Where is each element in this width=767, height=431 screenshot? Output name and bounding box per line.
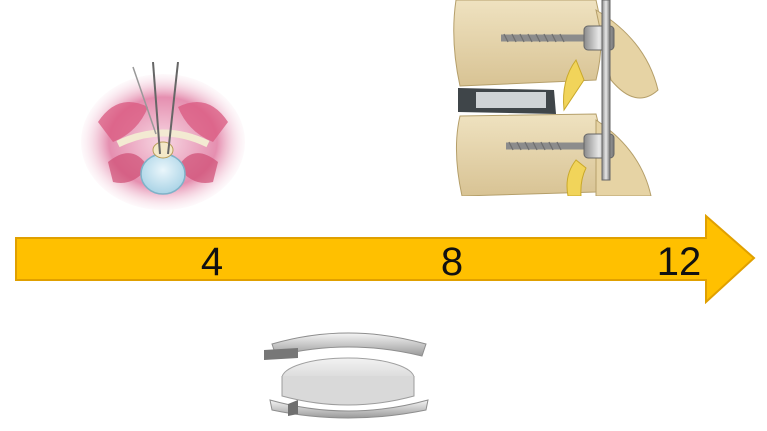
artificial-disc-illustration [258,304,440,426]
timeline-arrow [14,214,756,304]
artificial-disc-prosthesis-icon [258,304,440,426]
timeline-marker-8: 8 [441,240,463,284]
spinal-fusion-pedicle-screw-rod-icon [446,0,661,196]
timeline-marker-4: 4 [201,240,223,284]
spinal-fusion-illustration [446,0,661,196]
microdiscectomy-cross-section-icon [78,62,248,212]
timeline-arrow-shape [16,216,754,302]
microdiscectomy-illustration [78,62,248,212]
timeline-marker-12: 12 [657,240,702,284]
